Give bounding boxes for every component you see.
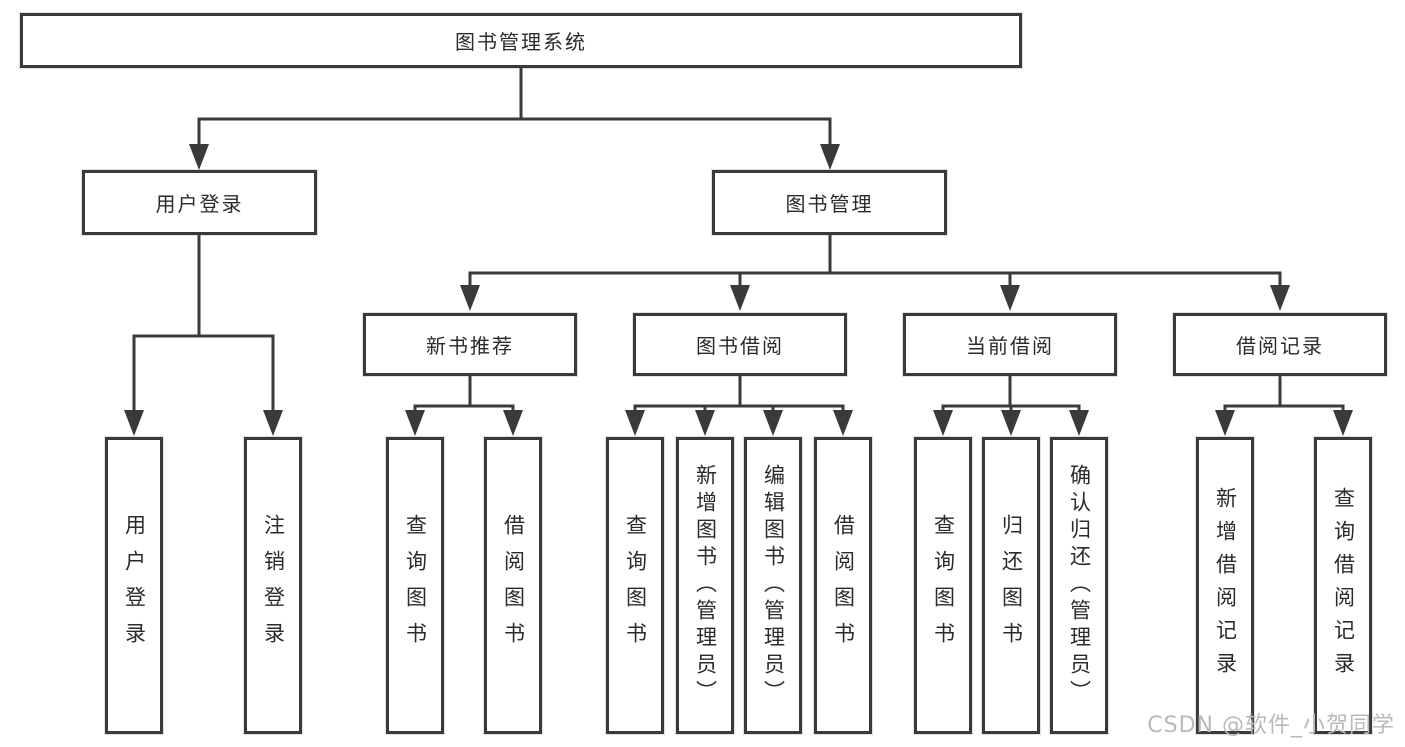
leaf-query-borrow-record: 查询借阅记录: [1314, 437, 1372, 734]
node-label: 当前借阅: [966, 334, 1054, 358]
node-label: 查询图书: [623, 513, 648, 658]
node-label: 借阅记录: [1236, 334, 1324, 358]
node-label: 查询借阅记录: [1331, 486, 1356, 685]
leaf-edit-book-admin: 编辑图书（管理员）: [744, 437, 802, 734]
node-label: 新书推荐: [426, 334, 514, 358]
node-label: 编辑图书（管理员）: [761, 464, 786, 707]
leaf-query-books: 查询图书: [386, 437, 444, 734]
node-label: 确认归还（管理员）: [1067, 464, 1092, 707]
leaf-logout: 注销登录: [244, 437, 302, 734]
connector-new-book-recommendation-children: [405, 374, 523, 436]
leaf-return-books: 归还图书: [982, 437, 1040, 734]
node-label: 归还图书: [999, 513, 1024, 658]
leaf-query-books: 查询图书: [606, 437, 664, 734]
node-label: 新增图书（管理员）: [693, 464, 718, 707]
leaf-query-books: 查询图书: [914, 437, 972, 734]
leaf-add-borrow-record: 新增借阅记录: [1196, 437, 1254, 734]
node-label: 图书借阅: [696, 334, 784, 358]
node-library-management-system: 图书管理系统: [20, 13, 1022, 68]
node-label: 查询图书: [931, 513, 956, 658]
connector-book-borrowing-children: [625, 374, 853, 436]
leaf-borrow-books: 借阅图书: [814, 437, 872, 734]
node-book-management: 图书管理: [712, 170, 947, 235]
node-new-book-recommendation: 新书推荐: [363, 313, 577, 376]
leaf-borrow-books: 借阅图书: [484, 437, 542, 734]
node-book-borrowing: 图书借阅: [633, 313, 847, 376]
node-user-login: 用户登录: [82, 170, 317, 235]
leaf-user-login: 用户登录: [105, 437, 163, 734]
node-label: 新增借阅记录: [1213, 486, 1238, 685]
node-label: 注销登录: [261, 513, 286, 658]
node-label: 查询图书: [403, 513, 428, 658]
node-label: 图书管理系统: [455, 30, 587, 54]
leaf-add-book-admin: 新增图书（管理员）: [676, 437, 734, 734]
connector-user-login-children: [124, 233, 283, 436]
node-label: 图书管理: [785, 192, 874, 216]
connector-book-management-to-level3: [460, 233, 1290, 311]
node-label: 借阅图书: [831, 513, 856, 658]
node-current-borrowing: 当前借阅: [903, 313, 1117, 376]
node-label: 借阅图书: [501, 513, 526, 658]
connector-borrowing-records-children: [1215, 374, 1353, 436]
node-label: 用户登录: [122, 513, 147, 658]
connector-root-to-level2: [189, 66, 840, 170]
connector-current-borrowing-children: [933, 374, 1089, 436]
leaf-confirm-return-admin: 确认归还（管理员）: [1050, 437, 1108, 734]
node-label: 用户登录: [155, 192, 244, 216]
node-borrowing-records: 借阅记录: [1173, 313, 1387, 376]
